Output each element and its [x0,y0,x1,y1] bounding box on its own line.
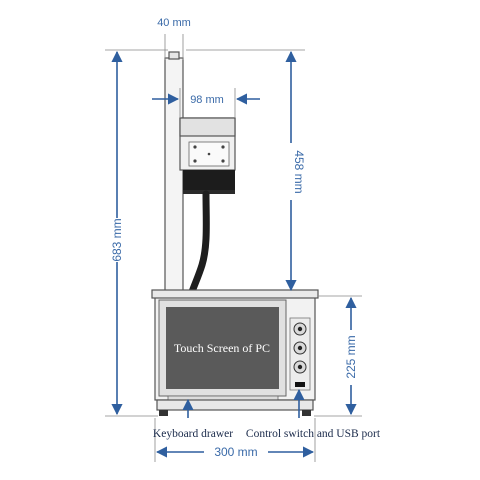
foot [302,410,311,416]
dimensions: 40 mm 98 mm 683 mm 458 mm 225 mm 300 mm [105,17,362,462]
bolt [193,159,197,163]
dim-top-width: 40 mm [157,17,191,29]
dim-total-height: 683 mm [110,218,124,261]
screen-label: Touch Screen of PC [174,341,270,355]
bolt [221,159,225,163]
bolt [207,152,211,156]
callouts: Keyboard drawer Control switch and USB p… [153,388,381,440]
lens-block-rail [183,190,235,194]
dim-base-height: 225 mm [344,335,358,378]
dim-base-width: 300 mm [214,445,257,459]
cabinet-top-rim [151,289,319,299]
fiber-cable [186,190,210,302]
bolt [221,145,225,149]
foot [159,410,168,416]
control-switch-label: Control switch and USB port [246,428,381,440]
usb-port [295,382,305,387]
control-knob-core [297,364,303,370]
control-knob-core [297,326,303,332]
lens-block [183,170,235,192]
control-knob-core [297,345,303,351]
keyboard-drawer-label: Keyboard drawer [153,428,233,440]
pillar-cap [168,51,180,60]
touch-screen [166,307,279,389]
base-plinth [156,399,314,411]
bolt [193,145,197,149]
machine: Touch Screen of PC [151,51,319,416]
dim-pillar-height: 458 mm [292,150,306,193]
laser-head-top [179,117,236,137]
dim-head-width: 98 mm [190,94,224,106]
